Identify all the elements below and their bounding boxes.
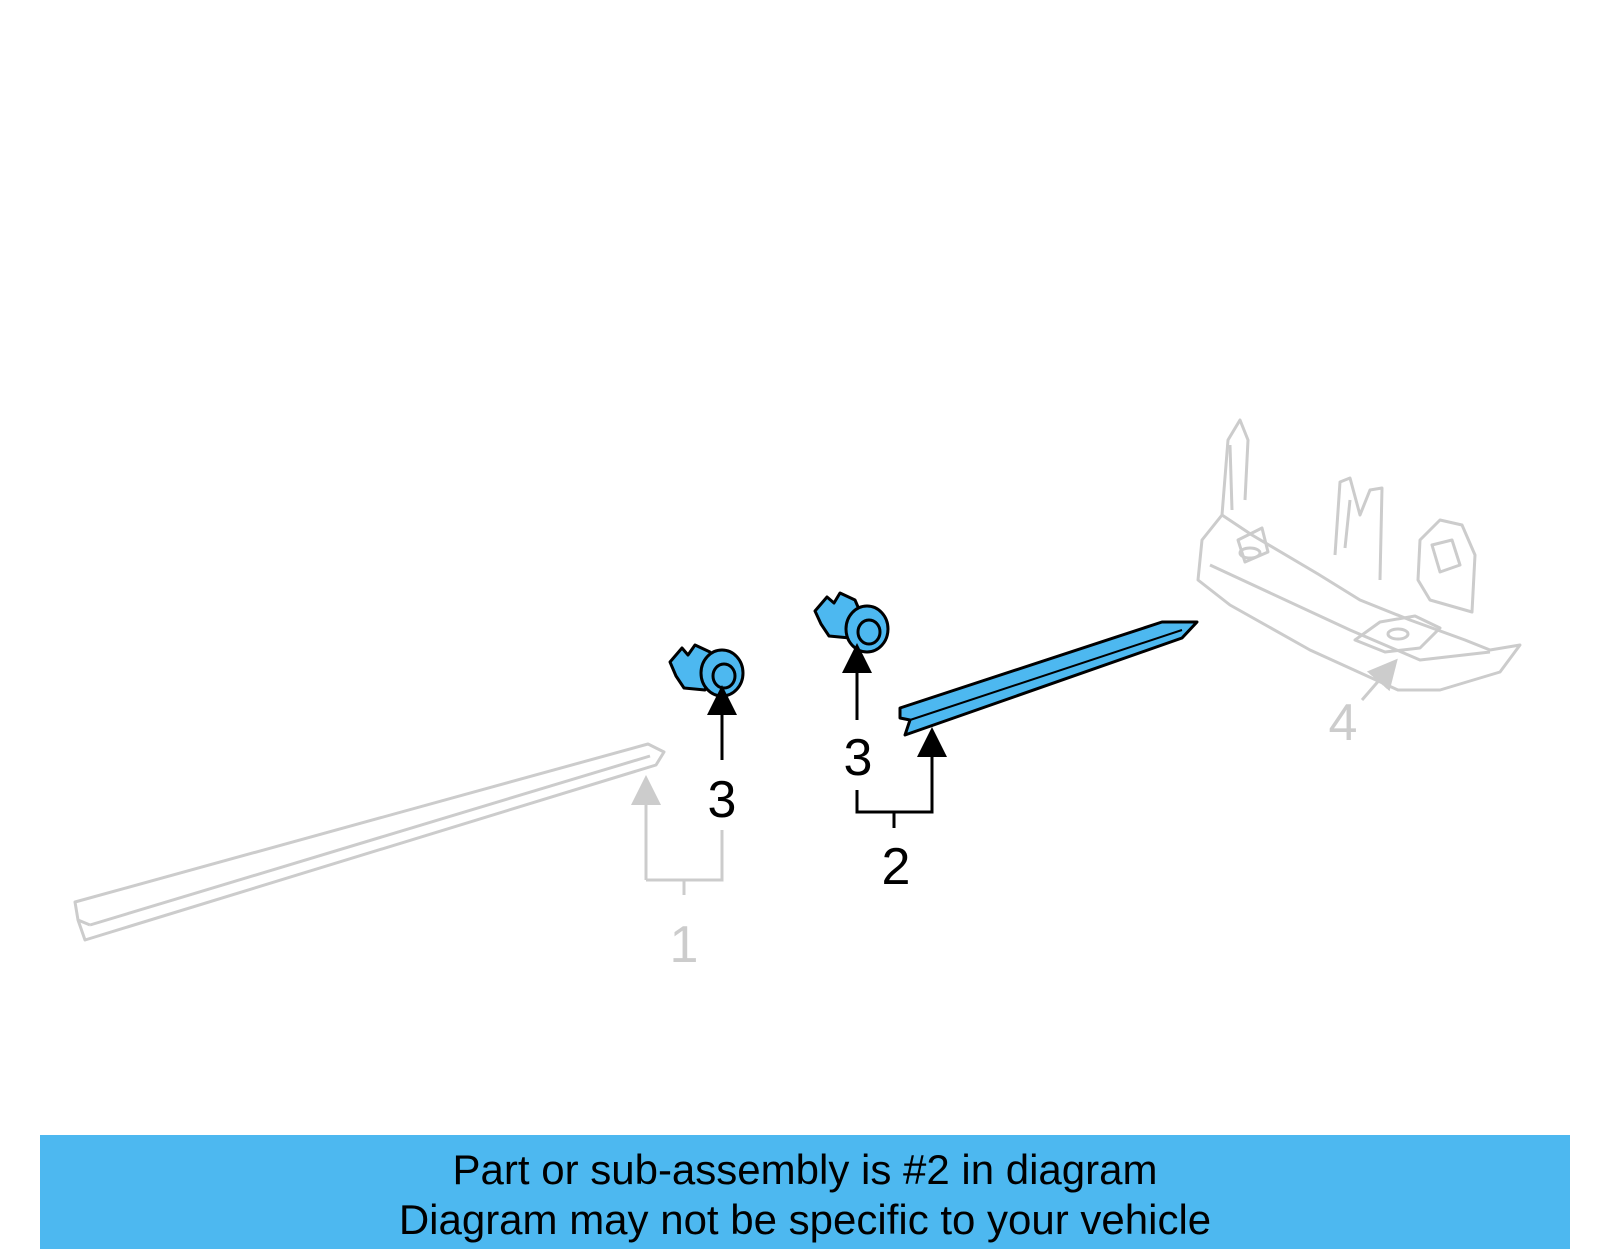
callout-4: 4 <box>1329 694 1358 752</box>
part-3-clip-right <box>813 591 890 654</box>
leader-part-4 <box>1360 658 1398 701</box>
callout-1: 1 <box>670 916 699 974</box>
part-3-clip-left <box>668 643 745 698</box>
leader-part-1 <box>631 775 724 895</box>
info-banner: Part or sub-assembly is #2 in diagram Di… <box>40 1135 1570 1249</box>
part-1-moulding <box>73 742 666 942</box>
leader-part-2 <box>855 727 947 828</box>
banner-line-part-info: Part or sub-assembly is #2 in diagram <box>452 1146 1158 1193</box>
part-4-bracket <box>1196 418 1522 692</box>
part-2-moulding <box>898 620 1199 737</box>
callout-3-left: 3 <box>708 771 737 829</box>
banner-line-disclaimer: Diagram may not be specific to your vehi… <box>398 1196 1212 1243</box>
callout-2: 2 <box>882 838 911 896</box>
callout-3-right: 3 <box>844 729 873 787</box>
